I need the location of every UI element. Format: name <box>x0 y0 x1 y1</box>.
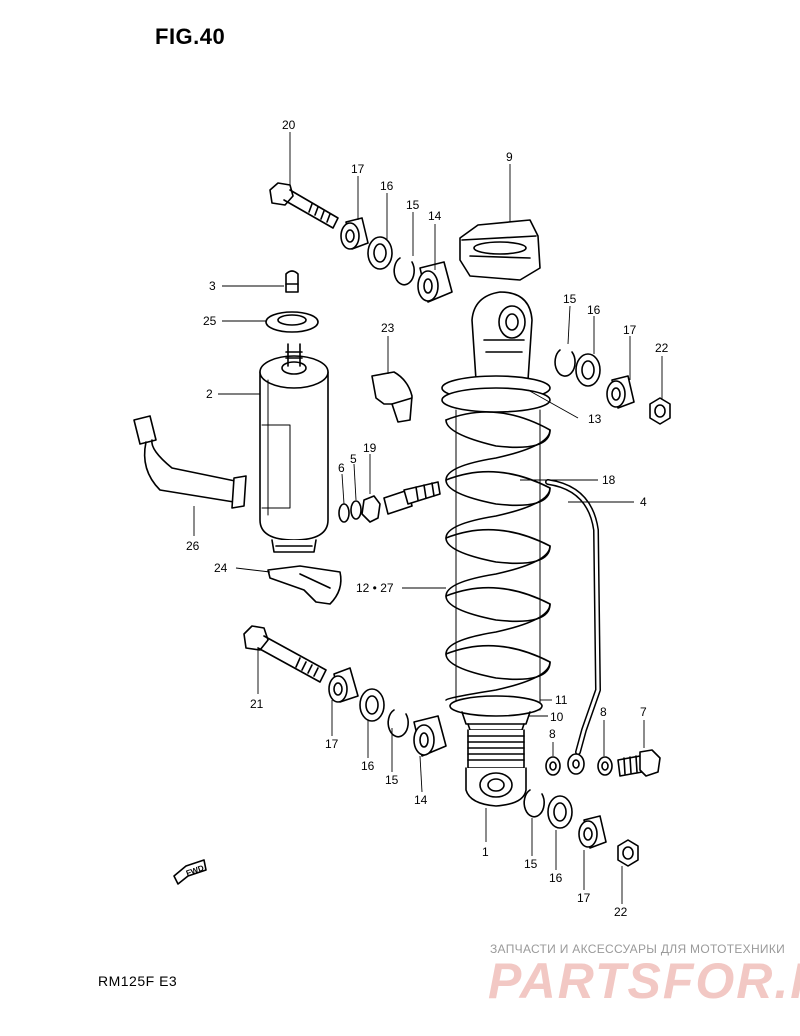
callout-14-lower: 14 <box>414 793 428 807</box>
callout-15-lower-right: 15 <box>524 857 538 871</box>
callout-17-lower: 17 <box>325 737 339 751</box>
washer-6 <box>338 503 350 523</box>
callout-17-top: 17 <box>351 162 365 176</box>
callout-15-top: 15 <box>406 198 420 212</box>
hose-4 <box>545 479 601 775</box>
callout-22-upper-right: 22 <box>655 341 669 355</box>
washer-25 <box>265 311 319 333</box>
callout-8-right: 8 <box>600 705 607 719</box>
callout-13: 13 <box>588 412 602 426</box>
callout-22-lower-right: 22 <box>614 905 628 919</box>
bolt-20 <box>269 182 339 229</box>
callout-18: 18 <box>602 473 616 487</box>
callout-11: 11 <box>555 693 568 707</box>
watermark-tagline: ЗАПЧАСТИ И АКСЕССУАРЫ ДЛЯ МОТОТЕХНИКИ <box>490 942 786 956</box>
callout-15-upper-right: 15 <box>563 292 577 306</box>
washer-5 <box>350 500 362 520</box>
collar-17-lower-right <box>578 815 607 849</box>
band-26 <box>133 415 247 509</box>
model-label: RM125F E3 <box>98 973 178 989</box>
callout-25: 25 <box>203 314 217 328</box>
washer-8b <box>597 756 613 776</box>
callout-6: 6 <box>338 461 345 475</box>
figure-title: FIG.40 <box>155 24 226 49</box>
callout-labels: 20 17 16 15 14 9 3 25 2 23 15 16 17 22 1… <box>186 118 669 919</box>
reservoir-2 <box>259 343 329 553</box>
circlip-15-upper-right <box>554 349 576 377</box>
callout-14-top: 14 <box>428 209 442 223</box>
callout-7: 7 <box>640 705 647 719</box>
collar-17-lower <box>328 667 359 703</box>
callout-16-lower-right: 16 <box>549 871 563 885</box>
collar-17-top <box>340 217 369 250</box>
banjo-bolt-7 <box>617 749 661 777</box>
callout-24: 24 <box>214 561 228 575</box>
leader-lines <box>193 132 663 904</box>
callout-19: 19 <box>363 441 377 455</box>
callout-16-lower: 16 <box>361 759 375 773</box>
callout-23: 23 <box>381 321 395 335</box>
callout-12-27: 12 • 27 <box>356 581 394 595</box>
bearing-16-top <box>367 236 393 270</box>
callout-15-lower: 15 <box>385 773 399 787</box>
callout-20: 20 <box>282 118 296 132</box>
callout-2: 2 <box>206 387 213 401</box>
callout-16-upper-right: 16 <box>587 303 601 317</box>
bearing-16-upper-right <box>575 353 601 387</box>
callout-21: 21 <box>250 697 264 711</box>
callout-1: 1 <box>482 845 489 859</box>
fitting <box>383 481 441 515</box>
valve-cap-3 <box>285 270 299 293</box>
callout-8-left: 8 <box>549 727 556 741</box>
circlip-15-lower <box>387 709 409 738</box>
callout-26: 26 <box>186 539 200 553</box>
circlip-15-lower-right <box>523 789 545 818</box>
fwd-arrow-icon <box>173 859 207 885</box>
callout-4: 4 <box>640 495 647 509</box>
circlip-15-top <box>393 257 415 286</box>
callout-17-upper-right: 17 <box>623 323 637 337</box>
bushing-14-lower <box>413 715 447 757</box>
callout-5: 5 <box>350 452 357 466</box>
plate-24 <box>267 565 342 605</box>
callout-3: 3 <box>209 279 216 293</box>
nut-19 <box>361 495 381 523</box>
watermark-logo: PARTSFOR.RU <box>488 953 800 1009</box>
nut-22-upper-right <box>649 397 671 425</box>
washer-8a <box>545 756 561 776</box>
bearing-16-lower <box>359 688 385 722</box>
bushing-14-top <box>417 261 453 303</box>
stopper-23 <box>371 371 413 423</box>
collar-17-upper-right <box>606 375 635 409</box>
callout-16-top: 16 <box>380 179 394 193</box>
shock-absorber-1 <box>441 291 551 807</box>
callout-10: 10 <box>550 710 564 724</box>
bolt-21 <box>243 625 327 683</box>
callout-9: 9 <box>506 150 513 164</box>
nut-22-lower-right <box>617 839 639 867</box>
boot-9 <box>459 219 541 281</box>
bearing-16-lower-right <box>547 795 573 829</box>
callout-17-lower-right: 17 <box>577 891 591 905</box>
